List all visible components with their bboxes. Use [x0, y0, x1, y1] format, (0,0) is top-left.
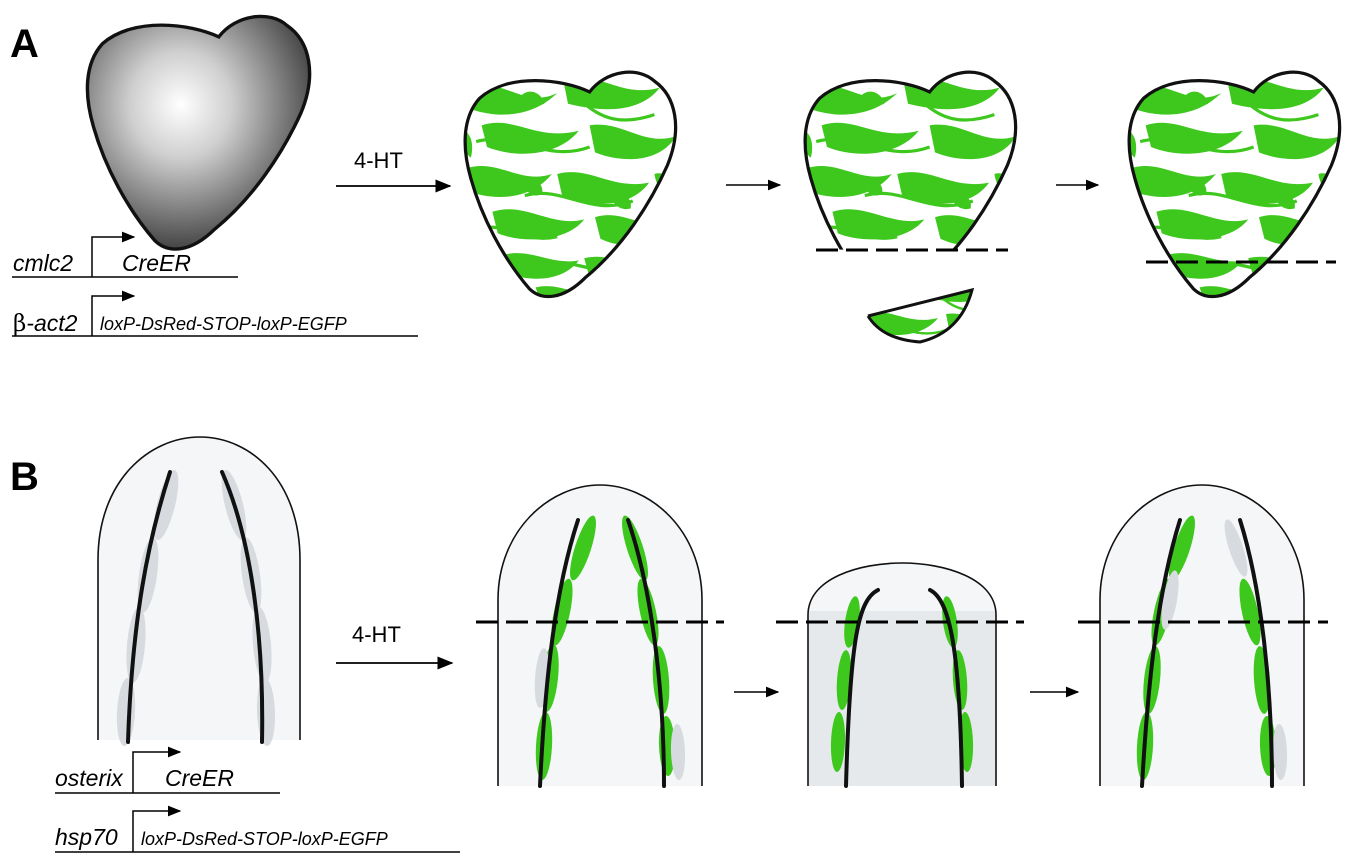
panel-a: A cmlc2 CreER β-act2 loxP-DsRed-STOP-lox…: [10, 16, 1351, 454]
heart-removed-fragment: [842, 262, 1018, 454]
gene-label: CreER: [165, 765, 234, 791]
promoter-label: hsp70: [55, 824, 118, 850]
panel-a-label: A: [10, 22, 39, 66]
promoter-label: cmlc2: [13, 250, 73, 276]
construct-driver-a: cmlc2 CreER: [12, 237, 238, 277]
heart-untreated: [87, 16, 309, 249]
promoter-label: β-act2: [13, 310, 78, 337]
construct-reporter-b: hsp70 loxP-DsRed-STOP-loxP-EGFP: [55, 811, 460, 852]
fin-ray-regenerated: [1100, 485, 1304, 786]
gene-label: loxP-DsRed-STOP-loxP-EGFP: [141, 829, 388, 849]
fin-ray-untreated: [98, 437, 300, 746]
construct-driver-b: osterix CreER: [55, 752, 280, 793]
fin-ray-labeled: [498, 485, 702, 786]
heart-regenerated: [1113, 55, 1351, 314]
gene-label: loxP-DsRed-STOP-loxP-EGFP: [100, 314, 347, 334]
promoter-label: osterix: [55, 765, 124, 791]
fin-ray-amputated: [808, 563, 996, 786]
treatment-label: 4-HT: [352, 622, 401, 647]
panel-b: B osterix CreER: [10, 437, 1328, 852]
panel-b-label: B: [10, 455, 39, 499]
heart-labeled: [449, 55, 687, 314]
construct-reporter-a: β-act2 loxP-DsRed-STOP-loxP-EGFP: [12, 296, 418, 337]
treatment-arrow-b: 4-HT: [336, 622, 452, 663]
treatment-label: 4-HT: [354, 148, 403, 173]
gene-label: CreER: [122, 250, 191, 276]
treatment-arrow-a: 4-HT: [336, 148, 450, 186]
heart-amputated: [789, 55, 1027, 314]
